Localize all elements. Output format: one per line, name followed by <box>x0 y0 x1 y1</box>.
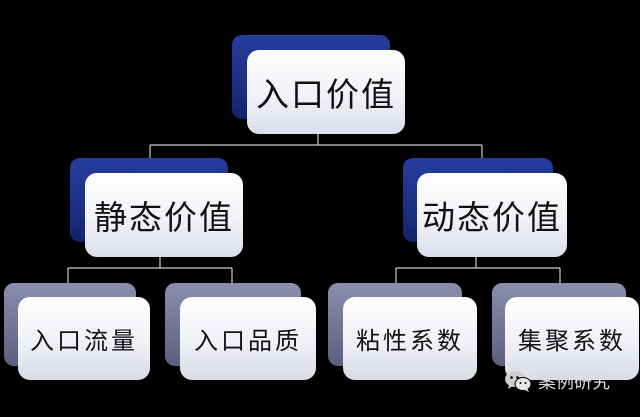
node-root-card: 入口价值 <box>247 50 405 134</box>
watermark-text: 案例研究 <box>538 372 610 393</box>
node-stickiness-coefficient-label: 粘性系数 <box>356 327 464 355</box>
node-entry-quality-label: 入口品质 <box>194 327 302 355</box>
node-entry-traffic-card: 入口流量 <box>18 297 150 380</box>
node-root-label: 入口价值 <box>256 75 396 114</box>
node-aggregation-coefficient-card: 集聚系数 <box>505 297 639 380</box>
node-stickiness-coefficient-card: 粘性系数 <box>343 297 477 380</box>
watermark: 案例研究 <box>504 368 610 394</box>
wechat-icon <box>505 371 532 392</box>
node-static-value-label: 静态价值 <box>94 198 234 237</box>
node-dynamic-value-label: 动态价值 <box>422 198 562 237</box>
node-entry-quality-card: 入口品质 <box>180 297 316 380</box>
node-static-value-card: 静态价值 <box>85 173 243 257</box>
node-aggregation-coefficient-label: 集聚系数 <box>518 327 626 355</box>
node-dynamic-value-card: 动态价值 <box>417 173 567 257</box>
node-entry-traffic-label: 入口流量 <box>30 327 138 355</box>
